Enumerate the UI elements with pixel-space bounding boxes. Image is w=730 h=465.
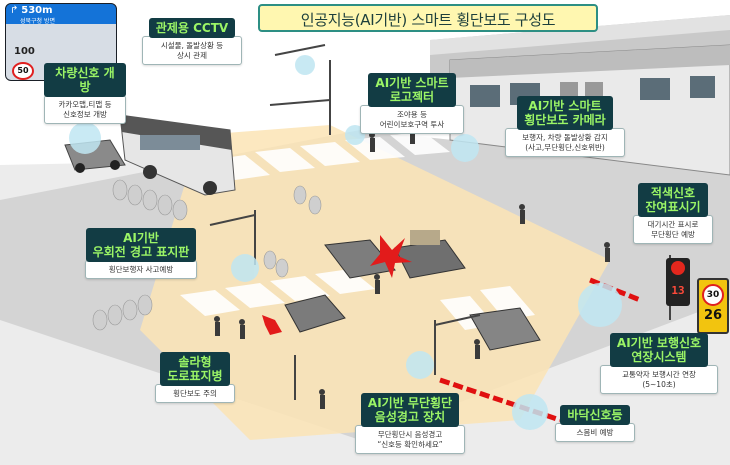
callout-logo-projector-desc: 조야용 등 어린이보호구역 투사 — [360, 105, 464, 134]
callout-cctv: 관제용 CCTV 시설물, 돌발상황 등 상시 관제 — [142, 17, 242, 65]
callout-crosswalk-camera-title: AI기반 스마트 횡단보도 카메라 — [517, 96, 613, 130]
callout-solar-sign-title: 솔라형 도로표지병 — [160, 352, 230, 386]
countdown-value: 13 — [671, 284, 685, 297]
callout-right-turn-sign-title: AI기반 우회전 경고 표지판 — [85, 228, 197, 262]
car-accident — [262, 294, 346, 335]
nav-mid-value: 100 — [14, 46, 35, 57]
bus — [119, 114, 236, 196]
callout-floor-signal-desc: 스몸비 예방 — [555, 423, 635, 442]
callout-jaywalk-voice-desc: 무단횡단시 음성경고 “신호등 확인하세요” — [355, 425, 465, 454]
callout-crosswalk-camera: AI기반 스마트 횡단보도 카메라 보행자, 차량 돌발상황 감지 (사고,무단… — [505, 96, 625, 157]
callout-jaywalk-voice: AI기반 무단횡단 음성경고 장치 무단횡단시 음성경고 “신호등 확인하세요” — [355, 393, 465, 454]
callout-vehicle-signal: 차량신호 개방 카카오맵,티맵 등 신호정보 개방 — [44, 63, 126, 124]
countdown-signal: 13 — [666, 258, 690, 306]
callout-vehicle-signal-title: 차량신호 개방 — [44, 63, 126, 97]
callout-floor-signal-title: 바닥신호등 — [560, 405, 630, 425]
collision-cars — [324, 230, 466, 279]
speed-limit-circle: 30 — [702, 284, 724, 306]
callout-solar-sign: 솔라형 도로표지병 횡단보도 주의 — [155, 352, 235, 403]
speed-limit-badge: 50 — [12, 62, 34, 80]
callout-right-turn-sign: AI기반 우회전 경고 표지판 횡단보행자 사고예방 — [85, 228, 197, 279]
current-speed-value: 26 — [703, 308, 723, 323]
callout-vehicle-signal-desc: 카카오맵,티맵 등 신호정보 개방 — [44, 95, 126, 124]
callout-cctv-title: 관제용 CCTV — [148, 18, 236, 38]
callout-logo-projector: AI기반 스마트 로고젝터 조야용 등 어린이보호구역 투사 — [360, 73, 464, 134]
callout-solar-sign-desc: 횡단보도 주의 — [155, 384, 235, 403]
callout-remaining-timer: 적색신호 잔여표시기 대기시간 표시로 무단횡단 예방 — [633, 183, 713, 244]
diagram-title: 인공지능(AI기반) 스마트 횡단보도 구성도 — [258, 4, 598, 32]
trees — [92, 179, 322, 331]
callout-remaining-timer-desc: 대기시간 표시로 무단횡단 예방 — [633, 215, 713, 244]
callout-cctv-desc: 시설물, 돌발상황 등 상시 관제 — [142, 36, 242, 65]
callout-extension-desc: 교통약자 보행시간 연장 (5~10초) — [600, 365, 718, 394]
callout-crosswalk-camera-desc: 보행자, 차량 돌발상황 감지 (사고,무단횡단,신호위반) — [505, 128, 625, 157]
callout-extension: AI기반 보행신호 연장시스템 교통약자 보행시간 연장 (5~10초) — [600, 333, 718, 394]
callout-logo-projector-title: AI기반 스마트 로고젝터 — [368, 73, 456, 107]
nav-street: 성북구청 방면 — [20, 18, 56, 25]
turn-arrow-icon: ↱ — [10, 5, 19, 16]
callout-right-turn-sign-desc: 횡단보행자 사고예방 — [85, 260, 197, 279]
car-right — [469, 307, 541, 351]
callout-floor-signal: 바닥신호등 스몸비 예방 — [555, 404, 635, 442]
red-light-icon — [671, 261, 685, 275]
nav-distance: 530m — [21, 5, 53, 16]
callout-remaining-timer-title: 적색신호 잔여표시기 — [638, 183, 708, 217]
speed-display-sign: 30 26 — [697, 278, 729, 334]
pedestrians — [214, 124, 610, 409]
callout-extension-title: AI기반 보행신호 연장시스템 — [609, 333, 709, 367]
callout-jaywalk-voice-title: AI기반 무단횡단 음성경고 장치 — [360, 393, 460, 427]
